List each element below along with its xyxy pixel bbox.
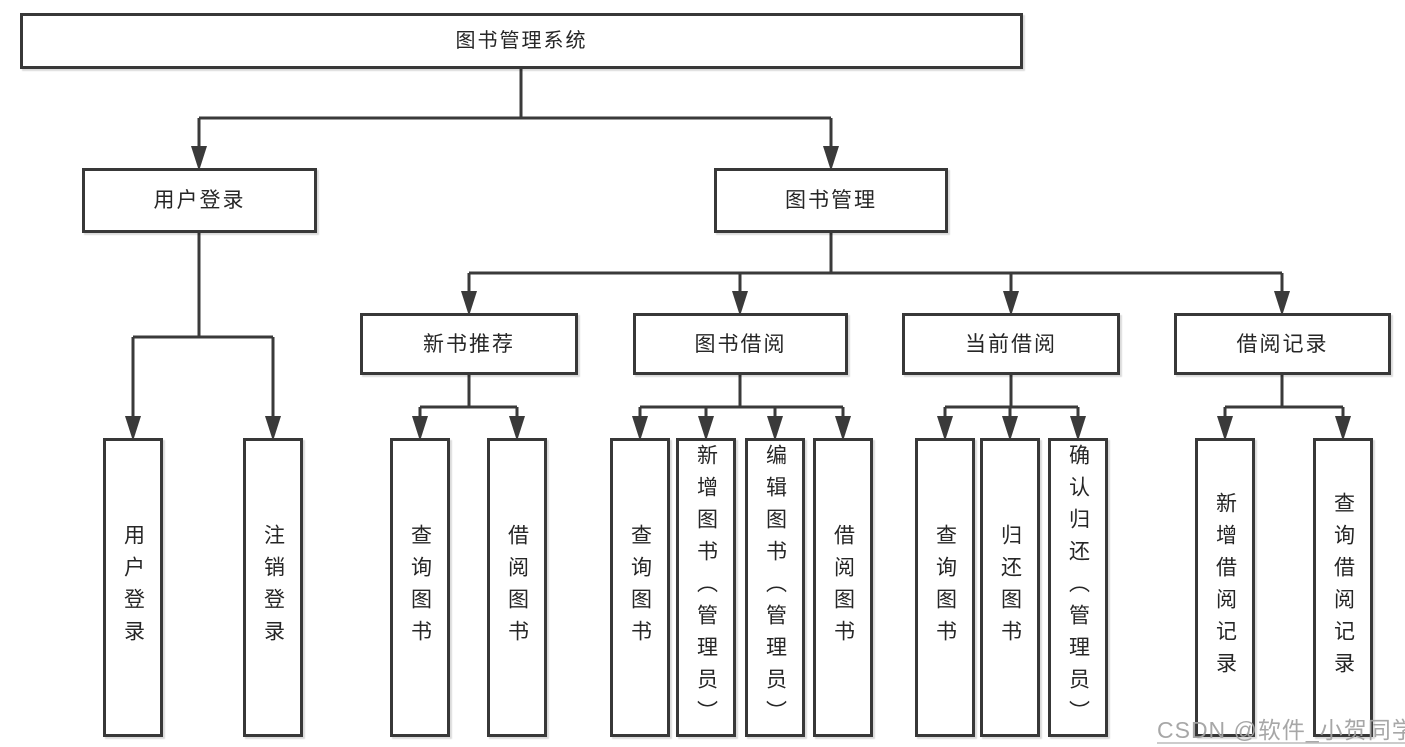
leaf-label: 查询图书 [628,523,652,652]
csdn-watermark: CSDN @软件_小贺同学 [1157,717,1405,743]
leaf-label: 用户登录 [121,523,145,652]
leaf-borrow-books-recommend: 借阅图书 [487,438,547,737]
leaf-query-books-borrow: 查询图书 [610,438,670,737]
leaf-query-books-recommend: 查询图书 [390,438,450,737]
node-label: 图书借阅 [694,332,787,356]
node-label: 当前借阅 [965,332,1057,356]
node-library-management-system: 图书管理系统 [20,13,1023,69]
leaf-borrow-books: 借阅图书 [813,438,873,737]
node-book-borrow: 图书借阅 [633,313,848,375]
leaf-edit-book-admin: 编辑图书（管理员） [745,438,805,737]
leaf-add-book-admin: 新增图书（管理员） [676,438,736,737]
leaf-label: 查询借阅记录 [1331,491,1355,684]
node-user-login: 用户登录 [82,168,317,233]
leaf-query-books-current: 查询图书 [915,438,975,737]
leaf-label: 借阅图书 [505,523,529,652]
leaf-label: 查询图书 [408,523,432,652]
leaf-query-borrow-record: 查询借阅记录 [1313,438,1373,737]
node-new-book-recommend: 新书推荐 [360,313,578,375]
node-current-borrow: 当前借阅 [902,313,1120,375]
leaf-label: 编辑图书（管理员） [763,443,787,732]
leaf-user-login: 用户登录 [103,438,163,737]
leaf-label: 归还图书 [998,523,1022,652]
node-borrow-records: 借阅记录 [1174,313,1391,375]
leaf-logout: 注销登录 [243,438,303,737]
leaf-label: 新增图书（管理员） [694,443,718,732]
node-label: 图书管理 [785,189,877,212]
leaf-label: 注销登录 [261,523,285,652]
node-label: 用户登录 [153,189,246,212]
node-book-management: 图书管理 [714,168,948,233]
leaf-label: 查询图书 [933,523,957,652]
node-label: 图书管理系统 [455,30,588,52]
leaf-label: 借阅图书 [831,523,855,652]
leaf-confirm-return-admin: 确认归还（管理员） [1048,438,1108,737]
leaf-add-borrow-record: 新增借阅记录 [1195,438,1255,737]
leaf-label: 新增借阅记录 [1213,491,1237,684]
leaf-return-books: 归还图书 [980,438,1040,737]
leaf-label: 确认归还（管理员） [1066,443,1090,732]
node-label: 新书推荐 [423,332,515,356]
node-label: 借阅记录 [1236,332,1329,356]
